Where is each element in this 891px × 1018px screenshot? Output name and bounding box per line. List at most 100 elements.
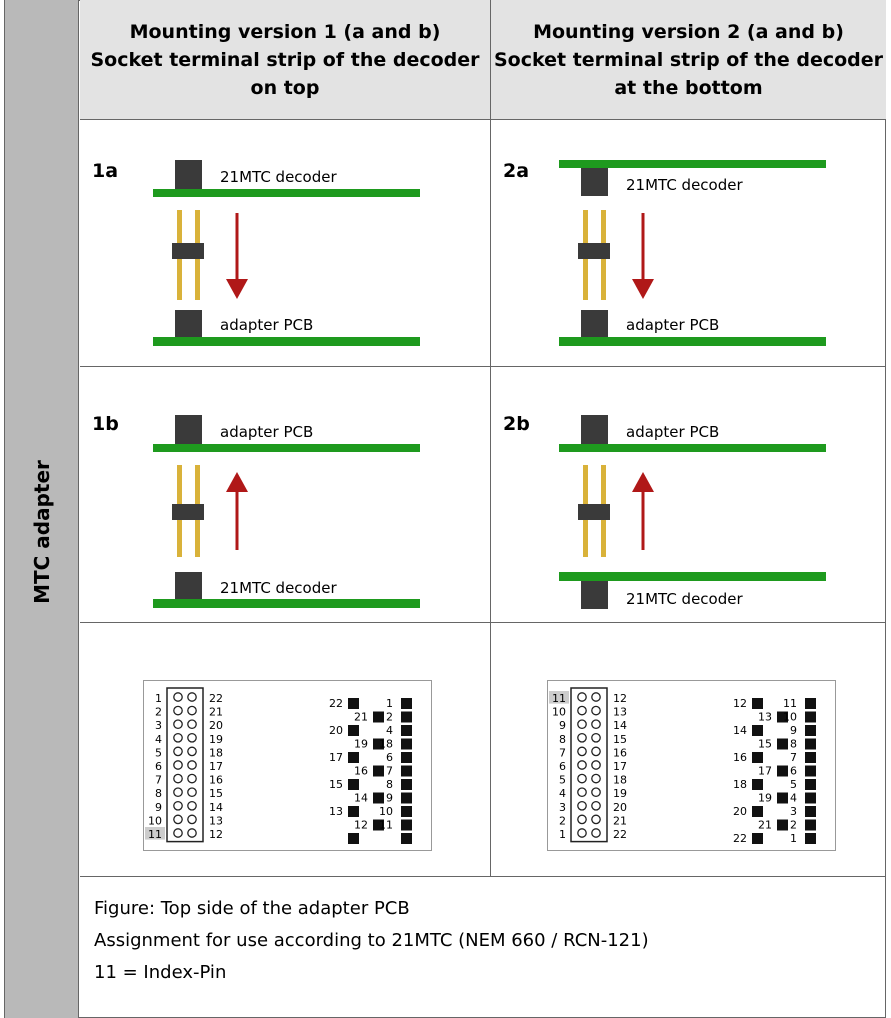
- pad: [805, 711, 816, 723]
- pin-label: 17: [613, 760, 627, 773]
- mounting-diagram-1a: 21MTC decoder adapter PCB: [153, 160, 420, 346]
- pad: [348, 725, 359, 736]
- pad-label: 21: [758, 819, 772, 832]
- pad: [777, 738, 788, 750]
- diagram-2a-top-label: 21MTC decoder: [626, 176, 743, 194]
- mounting-diagram-1b: adapter PCB 21MTC decoder: [153, 415, 420, 608]
- pad: [805, 752, 816, 763]
- pad: [401, 738, 412, 750]
- pin-label: 18: [209, 746, 223, 759]
- pin-label: 15: [613, 733, 627, 746]
- pin-label: 6: [559, 760, 566, 773]
- pad: [401, 806, 412, 817]
- pad: [348, 779, 359, 790]
- pin-label: 5: [559, 774, 566, 787]
- pin-label: 14: [209, 801, 223, 814]
- pad: [805, 738, 816, 750]
- diagram-1b-top-label: adapter PCB: [220, 423, 313, 441]
- pad: [777, 711, 788, 723]
- pin-label: 6: [155, 760, 162, 773]
- pad-label: 16: [354, 765, 368, 778]
- pad: [373, 711, 384, 723]
- diagram-1a-bottom-label: adapter PCB: [220, 316, 313, 334]
- mounting-diagram-2b: adapter PCB 21MTC decoder: [559, 415, 826, 609]
- pad: [401, 725, 412, 736]
- pin-label: 13: [613, 706, 627, 719]
- pad-label: 17: [758, 765, 772, 778]
- diagram-1a-top-label: 21MTC decoder: [220, 168, 337, 186]
- header-2-line-1: Mounting version 2 (a and b): [533, 20, 844, 43]
- sidebar: MTC adapter: [5, 0, 79, 1018]
- pad: [777, 792, 788, 804]
- pad: [348, 806, 359, 817]
- pad-label: 6: [386, 751, 393, 764]
- pad-label: 11: [379, 819, 393, 832]
- pad-label: 4: [790, 792, 797, 805]
- pin-label: 17: [209, 760, 223, 773]
- pad-label: 5: [790, 778, 797, 791]
- pad: [805, 725, 816, 736]
- pad-label: 10: [783, 711, 797, 724]
- pad-label: 22: [329, 697, 343, 710]
- pad: [373, 819, 384, 831]
- pad: [752, 833, 763, 844]
- pin-label: 19: [613, 787, 627, 800]
- pin-label: 20: [209, 719, 223, 732]
- pad: [805, 806, 816, 817]
- pad: [805, 698, 816, 709]
- pin-label: 8: [559, 733, 566, 746]
- pin-label: 11: [552, 692, 566, 705]
- tag-1a: 1a: [92, 160, 119, 182]
- pad: [401, 833, 412, 844]
- pad: [348, 833, 359, 844]
- pad: [348, 752, 359, 763]
- header-1-line-3: on top: [250, 76, 320, 99]
- pin-label: 13: [209, 814, 223, 827]
- pin-label: 21: [209, 706, 223, 719]
- pin-label: 18: [613, 774, 627, 787]
- pad: [401, 752, 412, 763]
- pad-label: 20: [329, 724, 343, 737]
- pin-label: 1: [155, 692, 162, 705]
- caption-line-3: 11 = Index-Pin: [94, 962, 227, 983]
- pad: [348, 698, 359, 709]
- header-2-line-3: at the bottom: [614, 76, 763, 99]
- pin-label: 2: [155, 706, 162, 719]
- header-1-line-1: Mounting version 1 (a and b): [129, 20, 441, 43]
- pad: [401, 765, 412, 777]
- pad-label: 7: [790, 751, 797, 764]
- pad: [752, 725, 763, 736]
- pad: [401, 792, 412, 804]
- pad: [752, 752, 763, 763]
- pad: [777, 765, 788, 777]
- pad-label: 1: [386, 697, 393, 710]
- pin-label: 11: [148, 828, 162, 841]
- pad-label: 12: [733, 697, 747, 710]
- pin-label: 12: [209, 828, 223, 841]
- pad-label: 15: [758, 738, 772, 751]
- diagram-2b-top-label: adapter PCB: [626, 423, 719, 441]
- pin-label: 22: [209, 692, 223, 705]
- pin-label: 3: [559, 801, 566, 814]
- pin-label: 4: [155, 733, 162, 746]
- pin-label: 5: [155, 746, 162, 759]
- pad: [401, 698, 412, 709]
- pin-label: 14: [613, 719, 627, 732]
- pin-label: 20: [613, 801, 627, 814]
- tag-2b: 2b: [503, 413, 530, 435]
- pad: [805, 792, 816, 804]
- pad-label: 20: [733, 805, 747, 818]
- pad: [752, 698, 763, 709]
- pad-label: 17: [329, 751, 343, 764]
- pad-label: 9: [790, 724, 797, 737]
- row-divider: [80, 876, 886, 877]
- pad-label: 14: [354, 792, 368, 805]
- tag-2a: 2a: [503, 160, 530, 182]
- pad-label: 2: [790, 819, 797, 832]
- pin-label: 2: [559, 814, 566, 827]
- pad-label: 16: [733, 751, 747, 764]
- column-divider: [490, 0, 491, 876]
- pad: [401, 779, 412, 790]
- header-version-1: Mounting version 1 (a and b) Socket term…: [80, 0, 490, 120]
